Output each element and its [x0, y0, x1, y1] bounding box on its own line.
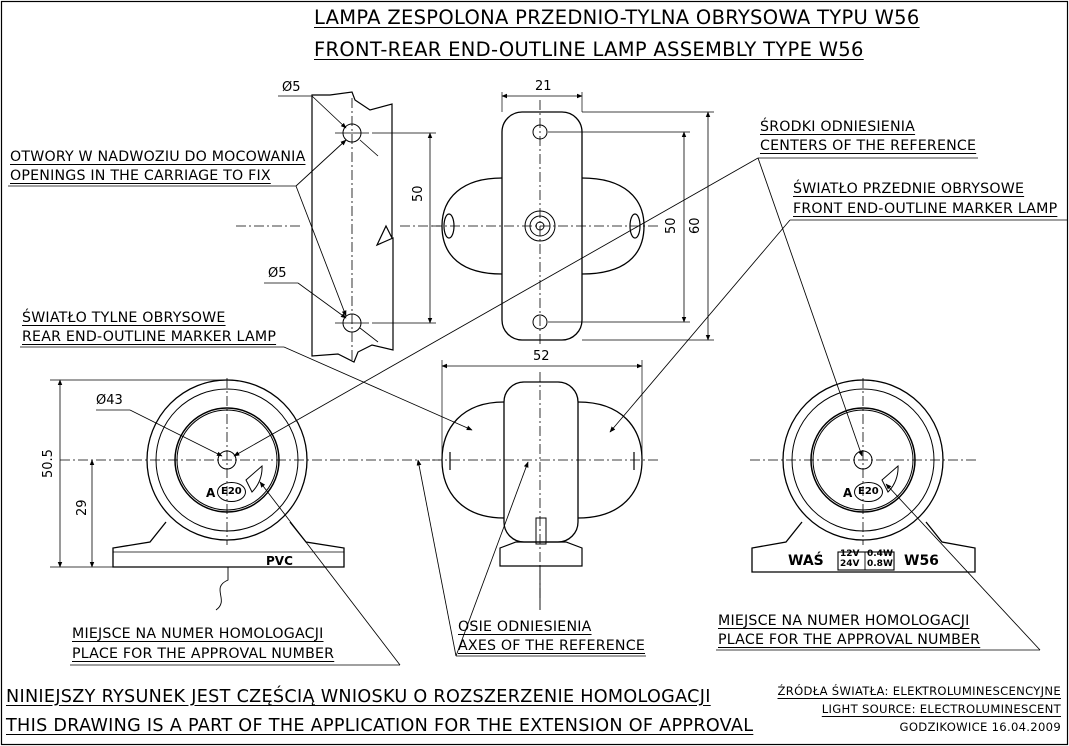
callout-rear-lamp-pl: ŚWIATŁO TYLNE OBRYSOWE	[22, 310, 226, 326]
rear-end-view	[50, 378, 440, 611]
base-material-marking: PVC	[266, 554, 293, 568]
callout-axes-pl: OSIE ODNIESIENIA	[458, 619, 592, 635]
e-mark-prefix-right: A	[843, 486, 853, 500]
drawing-title-en: FRONT-REAR END-OUTLINE LAMP ASSEMBLY TYP…	[314, 38, 864, 61]
callout-openings-en: OPENINGS IN THE CARRIAGE TO FIX	[10, 168, 271, 184]
dim-height-total: 50.5	[41, 449, 56, 478]
dim-base-hole-spacing: 50	[664, 217, 679, 234]
mounting-plate-view	[236, 91, 440, 363]
footer-note-en: THIS DRAWING IS A PART OF THE APPLICATIO…	[6, 716, 754, 736]
callout-approval-right-pl: MIEJSCE NA NUMER HOMOLOGACJI	[718, 613, 970, 629]
dim-base-length: 60	[688, 217, 703, 234]
callout-axes-en: AXES OF THE REFERENCE	[458, 638, 646, 654]
light-source-en: LIGHT SOURCE: ELECTROLUMINESCENT	[821, 702, 1061, 716]
callout-centers-pl: ŚRODKI ODNIESIENIA	[760, 119, 916, 135]
top-view	[432, 92, 714, 345]
e-mark-prefix-left: A	[206, 486, 216, 500]
callout-approval-left-pl: MIEJSCE NA NUMER HOMOLOGACJI	[72, 626, 324, 642]
power-12-marking: 0.4W	[867, 549, 893, 559]
dim-base-width: 21	[535, 79, 552, 94]
callout-leaders	[8, 139, 1068, 666]
footer-note-pl: NINIEJSZY RYSUNEK JEST CZĘŚCIĄ WNIOSKU O…	[6, 687, 711, 707]
callout-approval-right-en: PLACE FOR THE APPROVAL NUMBER	[718, 632, 981, 648]
callout-front-lamp-pl: ŚWIATŁO PRZEDNIE OBRYSOWE	[793, 181, 1025, 197]
callout-centers-en: CENTERS OF THE REFERENCE	[760, 138, 977, 154]
front-end-view	[750, 378, 978, 573]
voltage-24-marking: 24V	[840, 559, 860, 569]
voltage-12-marking: 12V	[840, 549, 860, 559]
dim-height-axis: 29	[75, 499, 90, 516]
e-mark-right: E20	[854, 482, 883, 502]
dim-hole-spacing: 50	[411, 185, 426, 202]
dim-hole-bottom: Ø5	[268, 266, 287, 281]
dim-hole-top: Ø5	[282, 80, 301, 95]
callout-front-lamp-en: FRONT END-OUTLINE MARKER LAMP	[793, 201, 1058, 217]
callout-openings-pl: OTWORY W NADWOZIU DO MOCOWANIA	[10, 149, 306, 165]
side-view	[432, 360, 660, 610]
power-24-marking: 0.8W	[867, 559, 893, 569]
light-source-pl: ŹRÓDŁA ŚWIATŁA: ELEKTROLUMINESCENCYJNE	[777, 684, 1061, 698]
dim-lens-diameter: Ø43	[96, 393, 123, 408]
callout-approval-left-en: PLACE FOR THE APPROVAL NUMBER	[72, 646, 335, 662]
e-mark-left: E20	[217, 482, 246, 502]
dim-body-width: 52	[533, 349, 550, 364]
model-marking: W56	[904, 553, 939, 569]
drawing-title-pl: LAMPA ZESPOLONA PRZEDNIO-TYLNA OBRYSOWA …	[314, 6, 920, 29]
place-date: GODZIKOWICE 16.04.2009	[899, 720, 1061, 734]
brand-marking: WAŚ	[788, 553, 824, 569]
callout-rear-lamp-en: REAR END-OUTLINE MARKER LAMP	[22, 329, 277, 345]
